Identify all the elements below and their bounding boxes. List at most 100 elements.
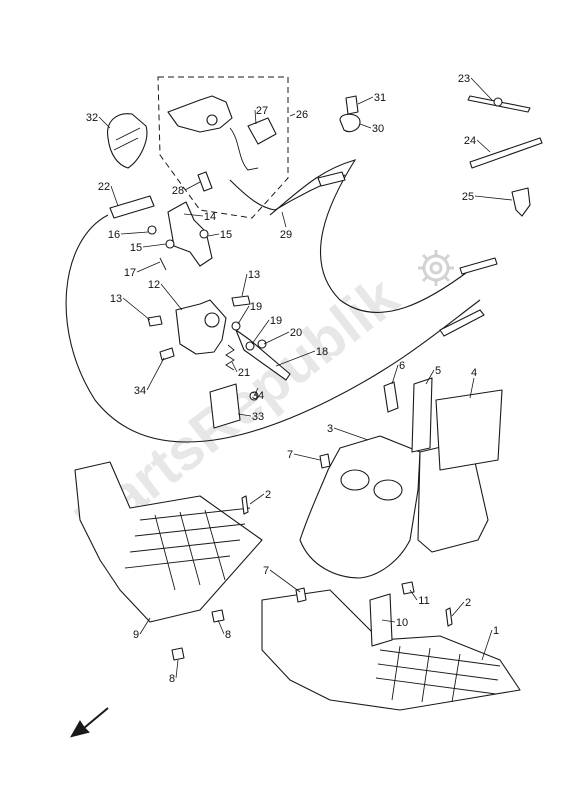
part-4-panel — [435, 389, 503, 471]
callout-leader — [122, 297, 151, 321]
callout-layer: 1223456778891011121313141515161718191920… — [86, 73, 513, 685]
callout-leader — [183, 213, 204, 217]
callout-c13a: 13 — [241, 269, 260, 297]
callout-label: 4 — [471, 367, 477, 379]
part-3-console — [299, 435, 421, 579]
callout-c2b: 2 — [451, 597, 471, 617]
callout-label: 13 — [110, 293, 122, 305]
front-direction-arrow-icon — [69, 707, 109, 738]
callout-c1: 1 — [481, 625, 499, 661]
callout-label: 9 — [133, 629, 139, 641]
callout-c7a: 7 — [287, 449, 321, 461]
callout-leader — [359, 123, 372, 129]
callout-label: 16 — [108, 229, 120, 241]
part-26-switch-lever — [167, 95, 233, 133]
callout-leader — [481, 629, 493, 661]
callout-leader — [142, 243, 167, 248]
part-24-band — [469, 137, 543, 169]
part-14-bracket — [167, 201, 213, 267]
callout-label: 12 — [148, 279, 160, 291]
callout-c4: 4 — [469, 367, 477, 399]
callout-leader — [184, 181, 201, 191]
callout-label: 2 — [465, 597, 471, 609]
part-28-bolt — [197, 171, 213, 192]
callout-label: 25 — [462, 191, 474, 203]
callout-c8b: 8 — [169, 659, 179, 685]
callout-leader — [425, 369, 435, 385]
callout-leader — [136, 261, 161, 273]
part-5-panel — [411, 377, 433, 453]
part-12-bracket — [175, 299, 227, 355]
callout-c17: 17 — [124, 261, 161, 279]
callout-label: 5 — [435, 365, 441, 377]
callout-leader — [275, 350, 316, 367]
part-27-connector — [247, 117, 277, 145]
callout-leader — [237, 305, 250, 325]
part-6-screw — [383, 381, 399, 413]
cable-loop-upper — [269, 159, 496, 313]
callout-leader — [470, 77, 493, 101]
callout-label: 14 — [204, 211, 216, 223]
part-1-grate — [375, 645, 501, 703]
part-8-clip-a — [211, 609, 225, 623]
callout-label: 8 — [225, 629, 231, 641]
watermark-gear-icon — [418, 250, 454, 286]
callout-leader — [293, 453, 321, 461]
part-30-clamp — [339, 113, 361, 133]
callout-leader — [139, 617, 151, 635]
callout-label: 11 — [418, 595, 429, 607]
callout-c34a: 34 — [134, 357, 165, 397]
callout-label: 32 — [86, 112, 98, 124]
callout-leader — [281, 211, 287, 228]
callout-label: 26 — [296, 109, 308, 121]
callout-c28: 28 — [172, 181, 201, 197]
cable-end-right-lower — [439, 309, 485, 337]
part-16-washer — [147, 225, 157, 235]
callout-c16: 16 — [108, 229, 149, 241]
callout-label: 17 — [124, 267, 136, 279]
callout-c34b: 34 — [252, 387, 264, 402]
callout-leader — [289, 113, 296, 117]
callout-c29: 29 — [280, 211, 292, 241]
callout-leader — [381, 619, 396, 623]
callout-c13b: 13 — [110, 293, 151, 321]
part-13-bolt-a — [231, 295, 251, 307]
cable-end-right-upper — [459, 257, 498, 275]
part-17-pin — [159, 257, 167, 271]
part-2-pin-b — [445, 607, 453, 627]
callout-c6: 6 — [391, 360, 405, 385]
callout-label: 15 — [130, 242, 142, 254]
callout-leader — [160, 283, 183, 311]
part-10-bracket — [369, 593, 393, 647]
callout-leader — [254, 109, 257, 125]
part-7-screw-b — [295, 587, 307, 603]
callout-label: 13 — [248, 269, 260, 281]
callout-label: 34 — [252, 390, 264, 402]
part-33-plate — [209, 383, 241, 429]
part-23-head — [493, 97, 503, 107]
callout-c10: 10 — [381, 617, 408, 629]
callout-c7b: 7 — [263, 565, 301, 593]
callout-c26: 26 — [289, 109, 308, 121]
callout-label: 30 — [372, 123, 384, 135]
part-20-nut — [257, 339, 267, 349]
part-12-pivot — [204, 312, 220, 328]
callout-label: 34 — [134, 385, 146, 397]
callout-label: 6 — [399, 360, 405, 372]
callout-leader — [357, 96, 374, 105]
callout-leader — [175, 659, 179, 679]
callout-leader — [474, 195, 513, 201]
part-31-bolt — [345, 95, 359, 115]
part-32-rib — [113, 127, 141, 151]
callout-label: 8 — [169, 673, 175, 685]
part-7-screw-a — [319, 453, 331, 469]
part-26-pivot — [206, 114, 218, 126]
callout-leader — [98, 116, 111, 129]
callout-leader — [217, 619, 225, 635]
callout-c8a: 8 — [217, 619, 231, 641]
part-9-grate — [124, 507, 251, 591]
assembly-group-outline — [157, 76, 289, 219]
cables — [65, 159, 498, 443]
callout-leader — [409, 589, 418, 601]
